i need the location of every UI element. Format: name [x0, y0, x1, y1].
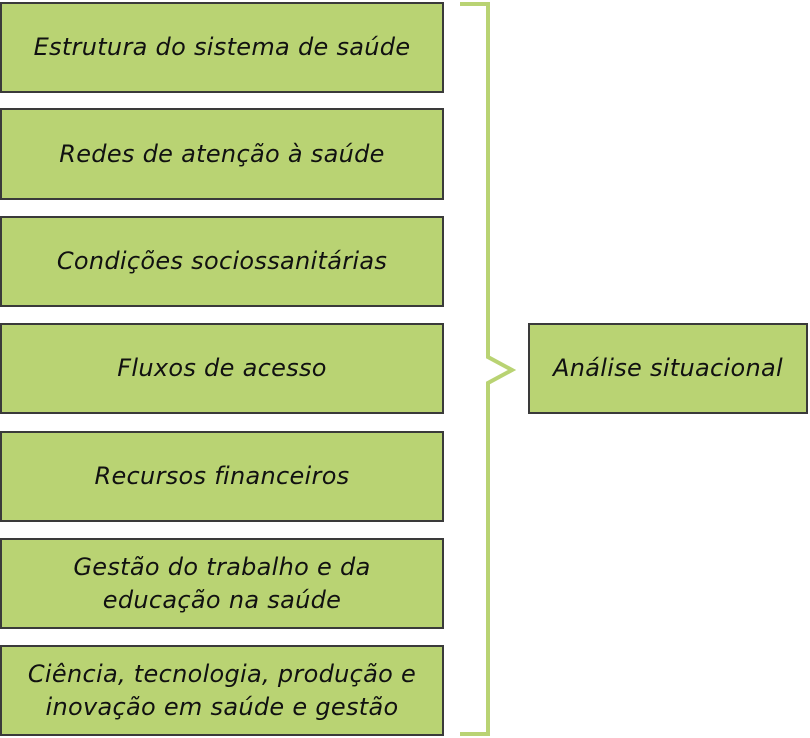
- item-label: Ciência, tecnologia, produção e inovação…: [27, 660, 417, 721]
- item-label: Redes de atenção à saúde: [59, 139, 385, 168]
- item-box: Fluxos de acesso: [0, 323, 444, 414]
- item-box: Redes de atenção à saúde: [0, 108, 444, 200]
- item-label: Fluxos de acesso: [117, 354, 327, 383]
- item-box: Estrutura do sistema de saúde: [0, 2, 444, 93]
- item-box: Gestão do trabalho e da educação na saúd…: [0, 538, 444, 629]
- item-label: Estrutura do sistema de saúde: [33, 33, 411, 62]
- result-box: Análise situacional: [528, 323, 808, 414]
- item-label: Condições sociossanitárias: [56, 247, 388, 276]
- item-label: Recursos financeiros: [94, 462, 350, 491]
- item-label: Gestão do trabalho e da educação na saúd…: [73, 553, 371, 614]
- item-box: Condições sociossanitárias: [0, 216, 444, 307]
- item-box: Ciência, tecnologia, produção e inovação…: [0, 645, 444, 736]
- item-box: Recursos financeiros: [0, 431, 444, 522]
- result-label: Análise situacional: [553, 354, 783, 383]
